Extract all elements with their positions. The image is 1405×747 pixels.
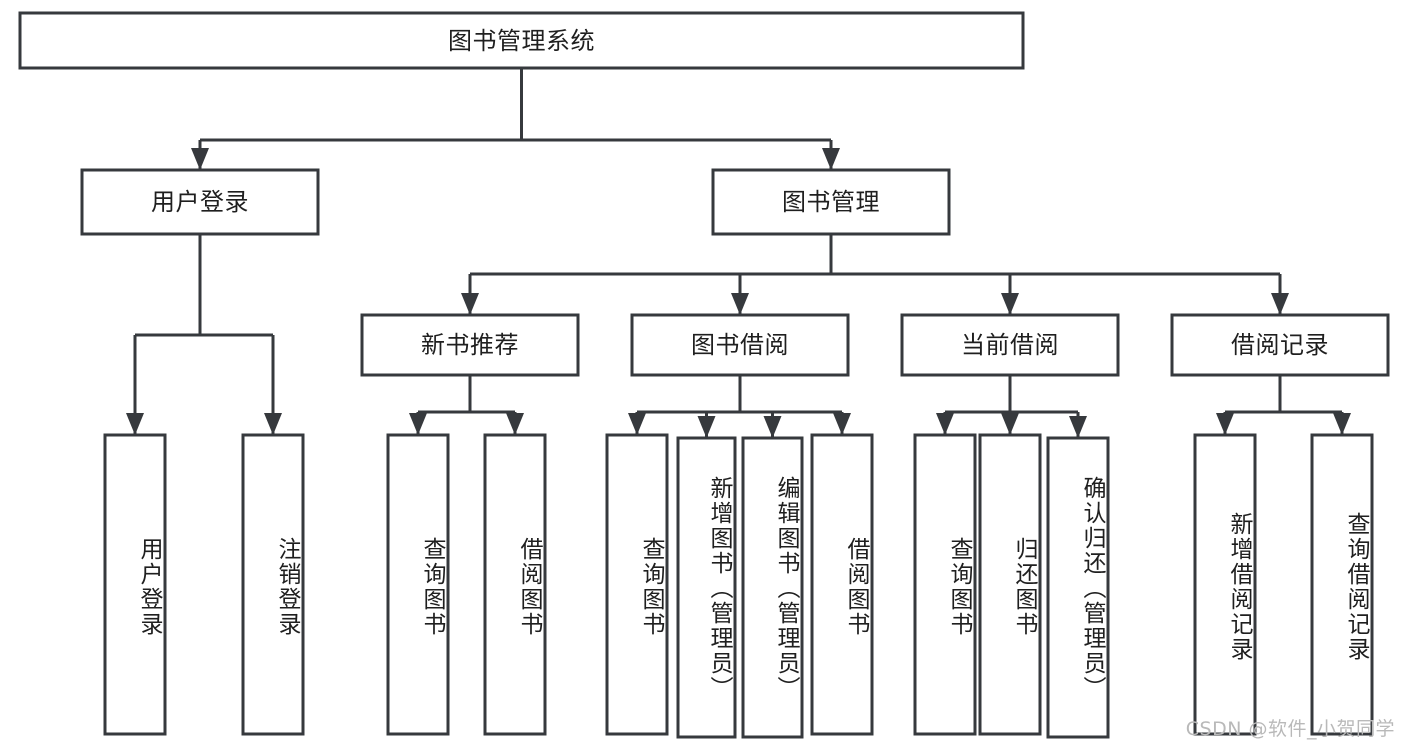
node-box-root[interactable] — [18, 11, 1025, 70]
node-box-leaf-confirm-return[interactable] — [1046, 436, 1110, 739]
node-layer — [18, 11, 1390, 739]
node-box-leaf-add-record[interactable] — [1193, 433, 1257, 736]
node-box-current-borrow[interactable] — [900, 313, 1120, 377]
node-box-book-borrow[interactable] — [630, 313, 850, 377]
node-box-leaf-borrow-book-1[interactable] — [483, 433, 547, 736]
node-box-user-login[interactable] — [80, 168, 320, 236]
node-box-leaf-query-record[interactable] — [1310, 433, 1374, 736]
edge-layer — [126, 68, 1351, 438]
node-box-leaf-add-book[interactable] — [676, 436, 737, 739]
node-box-leaf-query-book-2[interactable] — [605, 433, 669, 736]
node-box-leaf-borrow-book-2[interactable] — [810, 433, 874, 736]
node-box-borrow-record[interactable] — [1170, 313, 1390, 377]
node-box-leaf-query-book-1[interactable] — [386, 433, 450, 736]
node-box-leaf-user-login[interactable] — [103, 433, 167, 736]
node-box-leaf-edit-book[interactable] — [741, 436, 804, 739]
watermark-text: CSDN @软件_小贺同学 — [1185, 718, 1395, 740]
node-box-new-book-rec[interactable] — [360, 313, 580, 377]
node-box-leaf-user-logout[interactable] — [241, 433, 305, 736]
node-box-leaf-return-book[interactable] — [978, 433, 1042, 736]
node-box-leaf-query-book-3[interactable] — [913, 433, 977, 736]
node-box-book-manage[interactable] — [711, 168, 951, 236]
